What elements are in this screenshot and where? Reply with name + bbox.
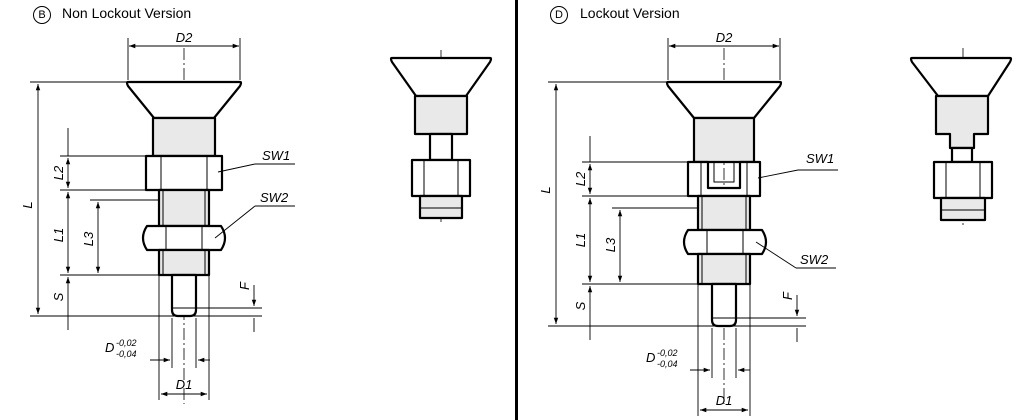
lockout-label-l: L: [538, 186, 553, 193]
lockout-label-d-lower: -0,04: [657, 359, 678, 369]
panel-b-title: Non Lockout Version: [62, 5, 192, 21]
lockout-label-l3: L3: [603, 237, 618, 252]
lockout-label-s: S: [573, 301, 588, 310]
label-l: L: [20, 201, 35, 208]
lockout-dimension-labels: D2 L L2 L1 L3 S F SW1 SW2 D -0,02 -0,04 …: [538, 30, 834, 408]
lockout-retracted-view: [909, 48, 1013, 228]
lockout-pull-knob: [665, 80, 783, 120]
label-l2: L2: [51, 165, 66, 180]
shank: [151, 116, 217, 158]
non-lockout-dimensions: [30, 38, 295, 400]
label-d-upper: -0,02: [116, 338, 137, 348]
lockout-label-d1: D1: [716, 393, 733, 408]
non-lockout-dimension-labels: D2 L L2 L1 L3 S F SW1 SW2 D -0,02 -0,04 …: [20, 30, 290, 392]
label-d2: D2: [176, 30, 193, 45]
lockout-label-sw1: SW1: [806, 151, 834, 166]
label-l1: L1: [51, 228, 66, 242]
lockout-lock-nut-sw2: [682, 228, 768, 256]
lockout-threaded-body-upper: [696, 194, 752, 232]
lockout-plunger-pin: [710, 282, 738, 328]
lockout-threaded-body-lower: [696, 252, 752, 286]
threaded-body-lower: [157, 248, 211, 277]
non-lockout-retracted-view: [389, 50, 493, 224]
panel-b-badge: B: [33, 6, 51, 24]
lockout-label-d: D: [646, 350, 655, 365]
lockout-main-view: [665, 48, 783, 404]
label-s: S: [51, 292, 66, 301]
panel-d-badge: D: [550, 6, 568, 24]
lockout-label-sw2: SW2: [800, 252, 829, 267]
lockout-shank: [692, 116, 756, 164]
label-f: F: [237, 281, 252, 290]
lockout-dimensions: [548, 38, 838, 416]
label-d1: D1: [176, 377, 193, 392]
plunger-pin: [170, 273, 198, 318]
lockout-label-d-upper: -0,02: [657, 348, 678, 358]
label-d-lower: -0,04: [116, 349, 137, 359]
lockout-label-l1: L1: [573, 233, 588, 247]
lockout-label-f: F: [780, 291, 795, 300]
label-l3: L3: [81, 231, 96, 246]
label-d: D: [105, 340, 114, 355]
pull-knob: [125, 80, 243, 120]
label-sw2: SW2: [260, 190, 289, 205]
threaded-body-upper: [157, 188, 211, 228]
label-sw1: SW1: [262, 148, 290, 163]
nut-sw1: [144, 154, 224, 192]
panel-d-title: Lockout Version: [580, 5, 680, 21]
lockout-label-d2: D2: [716, 30, 733, 45]
lock-nut-sw2: [141, 224, 227, 252]
lockout-label-l2: L2: [573, 171, 588, 186]
non-lockout-main-view: [125, 48, 243, 404]
